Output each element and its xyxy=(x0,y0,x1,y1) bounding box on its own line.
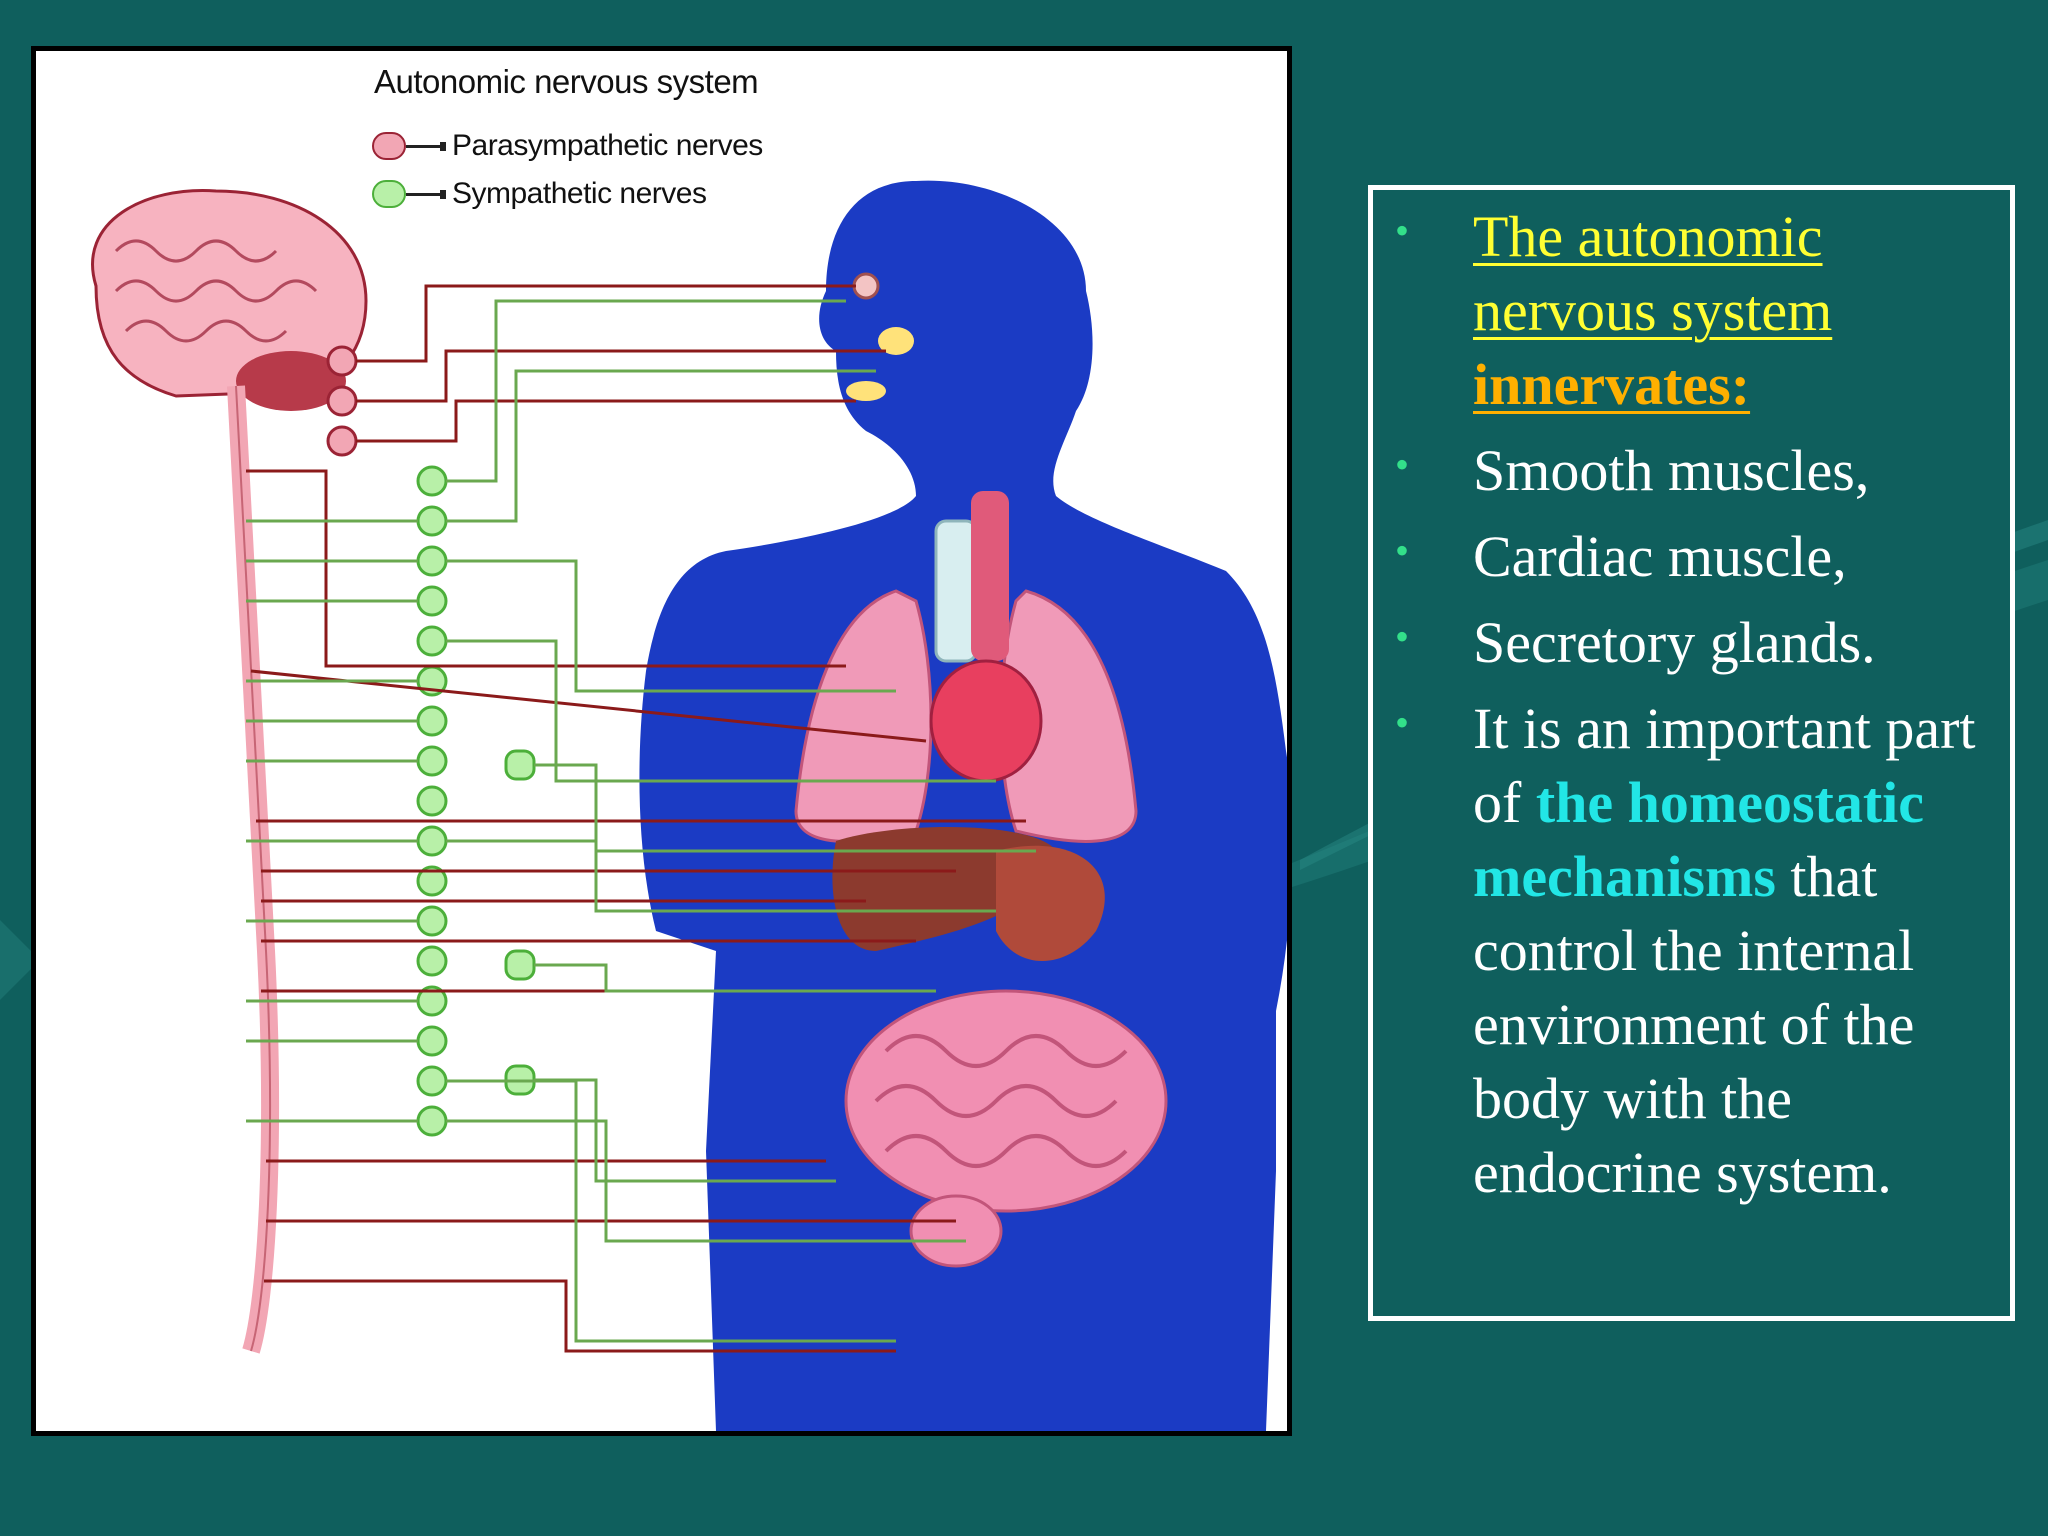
mouth-gland xyxy=(846,381,886,401)
spinal-cord xyxy=(227,385,280,1354)
bullet-1-heading: The autonomic nervous system xyxy=(1473,204,1833,343)
bullet-dot-icon: • xyxy=(1395,442,1410,487)
lung-left xyxy=(794,589,933,843)
legend-sympathetic-label: Sympathetic nerves xyxy=(452,177,707,210)
brain-folds xyxy=(114,239,318,343)
bullet-item: • It is an important part of the homeost… xyxy=(1373,692,2010,1210)
parasympathetic-ganglion xyxy=(326,345,358,377)
heart xyxy=(929,659,1043,783)
bullet-item: • Secretory glands. xyxy=(1373,606,2010,680)
brain xyxy=(91,189,368,398)
bullet-item: • The autonomic nervous system innervate… xyxy=(1373,200,2010,422)
bullet-5-post: that control the internal environment of… xyxy=(1473,844,1915,1205)
legend-sympathetic-swatch xyxy=(372,180,406,208)
bullet-list: • The autonomic nervous system innervate… xyxy=(1373,200,2010,1222)
stomach xyxy=(996,845,1105,961)
bullet-dot-icon: • xyxy=(1395,700,1410,745)
intestine-coils xyxy=(874,1034,1128,1168)
bullet-5-highlight: the homeostatic mechanisms xyxy=(1473,770,1925,909)
bullet-4-text: Secretory glands. xyxy=(1473,610,1876,675)
bullet-dot-icon: • xyxy=(1395,614,1410,659)
esophagus xyxy=(971,491,1009,661)
legend-arrow xyxy=(406,141,446,151)
bullet-dot-icon: • xyxy=(1395,208,1410,253)
cerebellum xyxy=(236,351,346,411)
diagram-title: Autonomic nervous system xyxy=(374,63,759,100)
sympathetic-chain xyxy=(416,465,536,1137)
legend-parasympathetic-label: Parasympathetic nerves xyxy=(452,129,763,162)
legend-arrow xyxy=(406,189,446,199)
sympathetic-nerve-lines xyxy=(246,299,1036,1343)
bullet-1-innervates: innervates: xyxy=(1473,352,1751,417)
ans-diagram xyxy=(91,180,1287,1431)
legend-parasympathetic: Parasympathetic nerves xyxy=(372,129,763,163)
legend-parasympathetic-swatch xyxy=(372,132,406,160)
parasympathetic-ganglion xyxy=(326,385,358,417)
small-intestine xyxy=(844,989,1168,1213)
bullet-item: • Smooth muscles, xyxy=(1373,434,2010,508)
eye xyxy=(852,272,880,300)
text-box: • The autonomic nervous system innervate… xyxy=(1368,185,2015,1321)
bullet-item: • Cardiac muscle, xyxy=(1373,520,2010,594)
trachea xyxy=(934,519,978,663)
ans-diagram-frame: Autonomic nervous system Parasympathetic… xyxy=(31,46,1292,1436)
legend-sympathetic: Sympathetic nerves xyxy=(372,177,707,211)
bullet-dot-icon: • xyxy=(1395,528,1410,573)
bullet-5-pre: It is an important part of xyxy=(1473,696,1976,835)
parasympathetic-ganglion xyxy=(326,425,358,457)
bullet-2-text: Smooth muscles, xyxy=(1473,438,1870,503)
bladder xyxy=(909,1194,1003,1268)
bullet-3-text: Cardiac muscle, xyxy=(1473,524,1847,589)
salivary-gland xyxy=(878,327,914,355)
